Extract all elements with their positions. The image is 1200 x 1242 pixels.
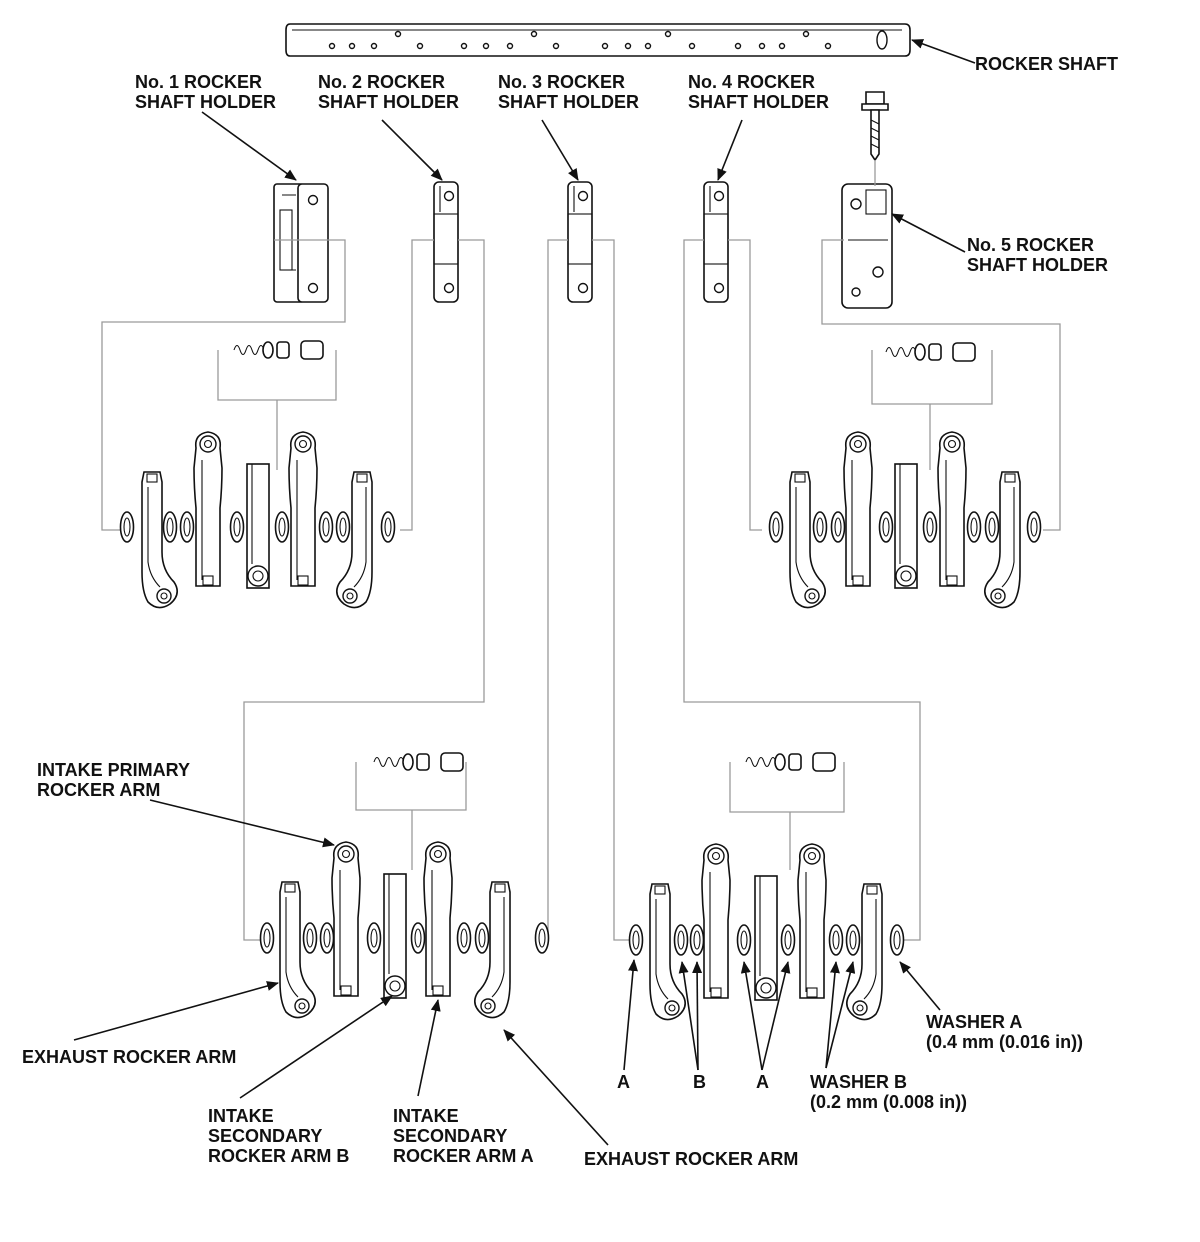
holder-3 <box>567 181 593 303</box>
marker-b-leader-1 <box>678 961 699 1071</box>
holder5-leader <box>891 213 966 253</box>
marker-a2-label: A <box>756 1072 769 1092</box>
marker-a1-label: A <box>617 1072 630 1092</box>
washer-a-label: WASHER A (0.4 mm (0.016 in)) <box>926 1012 1083 1052</box>
intake-secondary-a-label: INTAKE SECONDARY ROCKER ARM A <box>393 1106 534 1166</box>
exhaust-bottom-label: EXHAUST ROCKER ARM <box>584 1149 798 1169</box>
holder3-leader <box>541 119 579 181</box>
rocker-shaft-label: ROCKER SHAFT <box>975 54 1118 74</box>
intake-secondary-a-leader <box>417 999 441 1097</box>
intake-primary-leader <box>149 799 335 848</box>
shaft-oil-holes <box>328 30 832 50</box>
washer-b-label: WASHER B (0.2 mm (0.008 in)) <box>810 1072 967 1112</box>
marker-a1-leader <box>623 959 638 1071</box>
holder4-label: No. 4 ROCKER SHAFT HOLDER <box>688 72 829 112</box>
rocker-group-1 <box>119 340 396 609</box>
marker-a2-leader-1 <box>740 961 763 1071</box>
holder2-leader <box>381 119 443 181</box>
assembly-lines <box>101 239 1061 941</box>
holder-1 <box>273 183 329 303</box>
rocker-group-3 <box>259 752 550 1019</box>
washer-b-leader-2 <box>825 961 856 1069</box>
washer-a-leader <box>899 961 941 1011</box>
rocker-group-4 <box>628 752 905 1021</box>
intake-primary-label: INTAKE PRIMARY ROCKER ARM <box>37 760 195 800</box>
intake-secondary-b-leader <box>239 995 393 1099</box>
holder-4 <box>703 181 729 303</box>
exhaust-left-leader <box>73 981 279 1041</box>
holder3-label: No. 3 ROCKER SHAFT HOLDER <box>498 72 639 112</box>
exhaust-left-label: EXHAUST ROCKER ARM <box>22 1047 236 1067</box>
holder1-leader <box>201 111 297 181</box>
holder4-leader <box>717 119 743 181</box>
holder-5 <box>841 183 893 309</box>
marker-b-leader-2 <box>692 961 703 1071</box>
washer-b-leader-1 <box>825 961 840 1069</box>
holder1-label: No. 1 ROCKER SHAFT HOLDER <box>135 72 276 112</box>
intake-secondary-b-label: INTAKE SECONDARY ROCKER ARM B <box>208 1106 349 1166</box>
marker-a2-leader-2 <box>761 961 791 1071</box>
marker-b-label: B <box>693 1072 706 1092</box>
rocker-shaft-leader <box>911 39 976 64</box>
holder2-label: No. 2 ROCKER SHAFT HOLDER <box>318 72 459 112</box>
rocker-shaft <box>285 23 911 57</box>
holder-2 <box>433 181 459 303</box>
rocker-group-2 <box>768 342 1042 609</box>
exhaust-bottom-leader <box>503 1029 609 1146</box>
holder5-label: No. 5 ROCKER SHAFT HOLDER <box>967 235 1108 275</box>
holder-5-bolt <box>861 91 889 186</box>
